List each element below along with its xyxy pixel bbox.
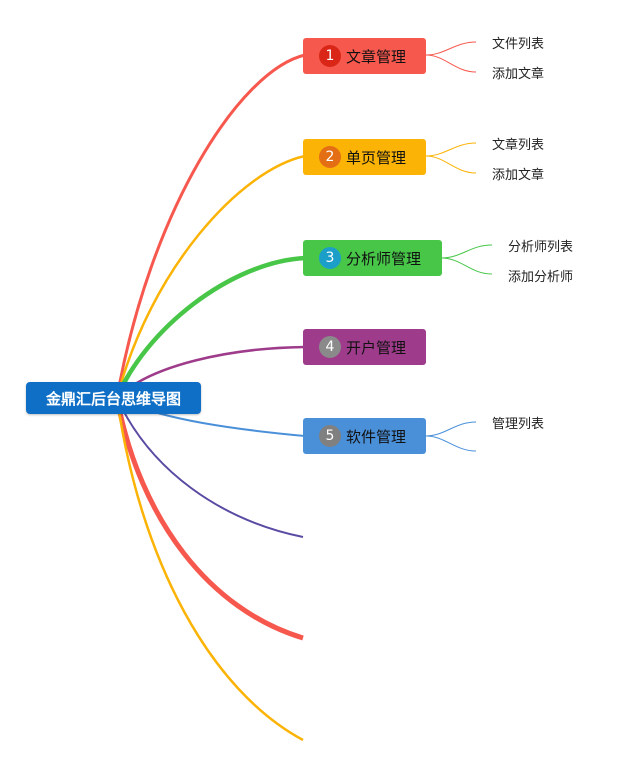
branch-label: 单页管理 [346,148,407,167]
branch-node-page[interactable]: 2 单页管理 [303,139,426,175]
branch-node-software[interactable]: 5 软件管理 [303,418,426,454]
edge-leaf-1-1 [425,41,477,56]
branch-number-badge: 1 [319,45,341,67]
edge-leaf-3-2 [440,257,493,275]
edge-leaf-1-2 [425,54,477,73]
branch-node-account[interactable]: 4 开户管理 [303,329,426,365]
edge-leaf-5-1 [425,421,477,437]
leaf-add-article[interactable]: 添加文章 [492,168,545,183]
edge-branch-3 [114,255,306,399]
branch-node-analyst[interactable]: 3 分析师管理 [303,240,442,276]
branch-number-badge: 5 [319,425,341,447]
edge-branch-1 [115,53,306,399]
root-label: 金鼎汇后台思维导图 [45,389,181,408]
edge-branch-2 [115,154,306,399]
edge-leaf-5-2 [425,435,477,452]
leaf-analyst-list[interactable]: 分析师列表 [508,240,574,255]
leaf-add-analyst[interactable]: 添加分析师 [508,270,574,285]
branch-label: 开户管理 [346,338,407,357]
branch-label: 软件管理 [346,427,407,446]
branch-number-badge: 4 [319,336,341,358]
branch-number-badge: 2 [319,146,341,168]
edge-leaf-2-1 [425,142,477,157]
leaf-manage-list[interactable]: 管理列表 [492,417,545,432]
branch-label: 分析师管理 [346,249,422,268]
edge-extra-3 [115,397,304,742]
root-node[interactable]: 金鼎汇后台思维导图 [26,382,201,414]
branch-number-badge: 3 [319,247,341,269]
leaf-file-list[interactable]: 文件列表 [492,37,545,52]
branch-node-article[interactable]: 1 文章管理 [303,38,426,74]
leaf-add-article[interactable]: 添加文章 [492,67,545,82]
edge-leaf-2-2 [425,155,477,174]
edge-leaf-3-1 [440,244,493,259]
edge-extra-2 [114,397,304,641]
leaf-article-list[interactable]: 文章列表 [492,138,545,153]
branch-label: 文章管理 [346,47,407,66]
edge-extra-1 [116,397,304,538]
